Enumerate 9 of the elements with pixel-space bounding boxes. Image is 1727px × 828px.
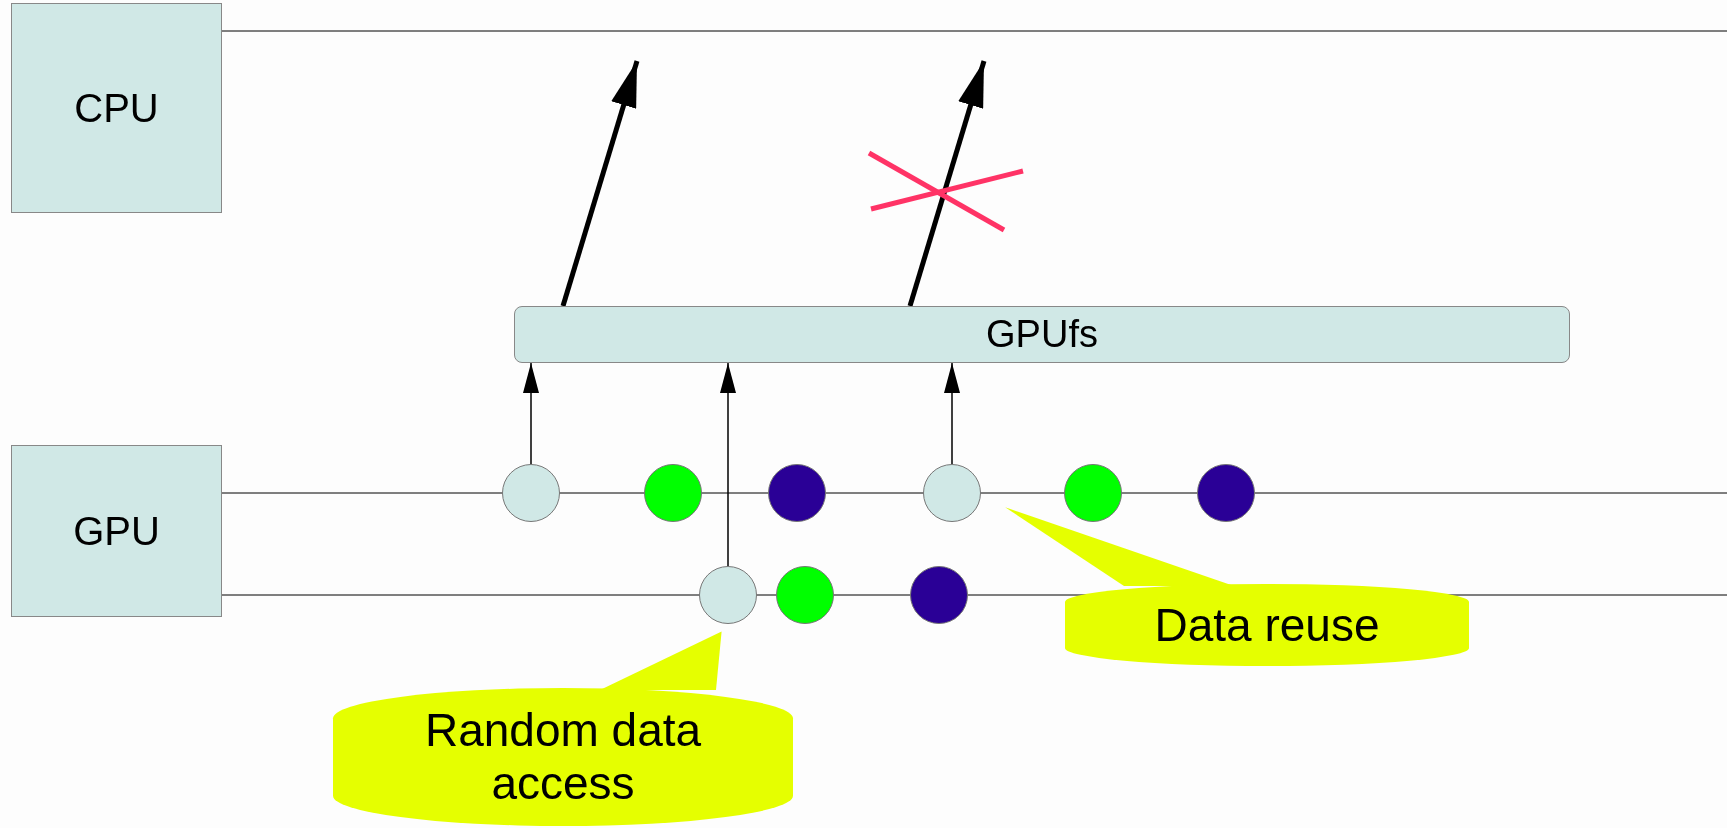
arrow: [944, 362, 960, 465]
arrow: [907, 60, 987, 307]
callout-bubble: Data reuse: [1065, 584, 1469, 666]
arrow: [720, 362, 736, 567]
arrow: [560, 60, 640, 307]
layer-bar: GPUfs: [514, 306, 1570, 363]
processor-box: CPU: [11, 3, 222, 213]
arrow: [523, 362, 539, 465]
processor-box: GPU: [11, 445, 222, 617]
